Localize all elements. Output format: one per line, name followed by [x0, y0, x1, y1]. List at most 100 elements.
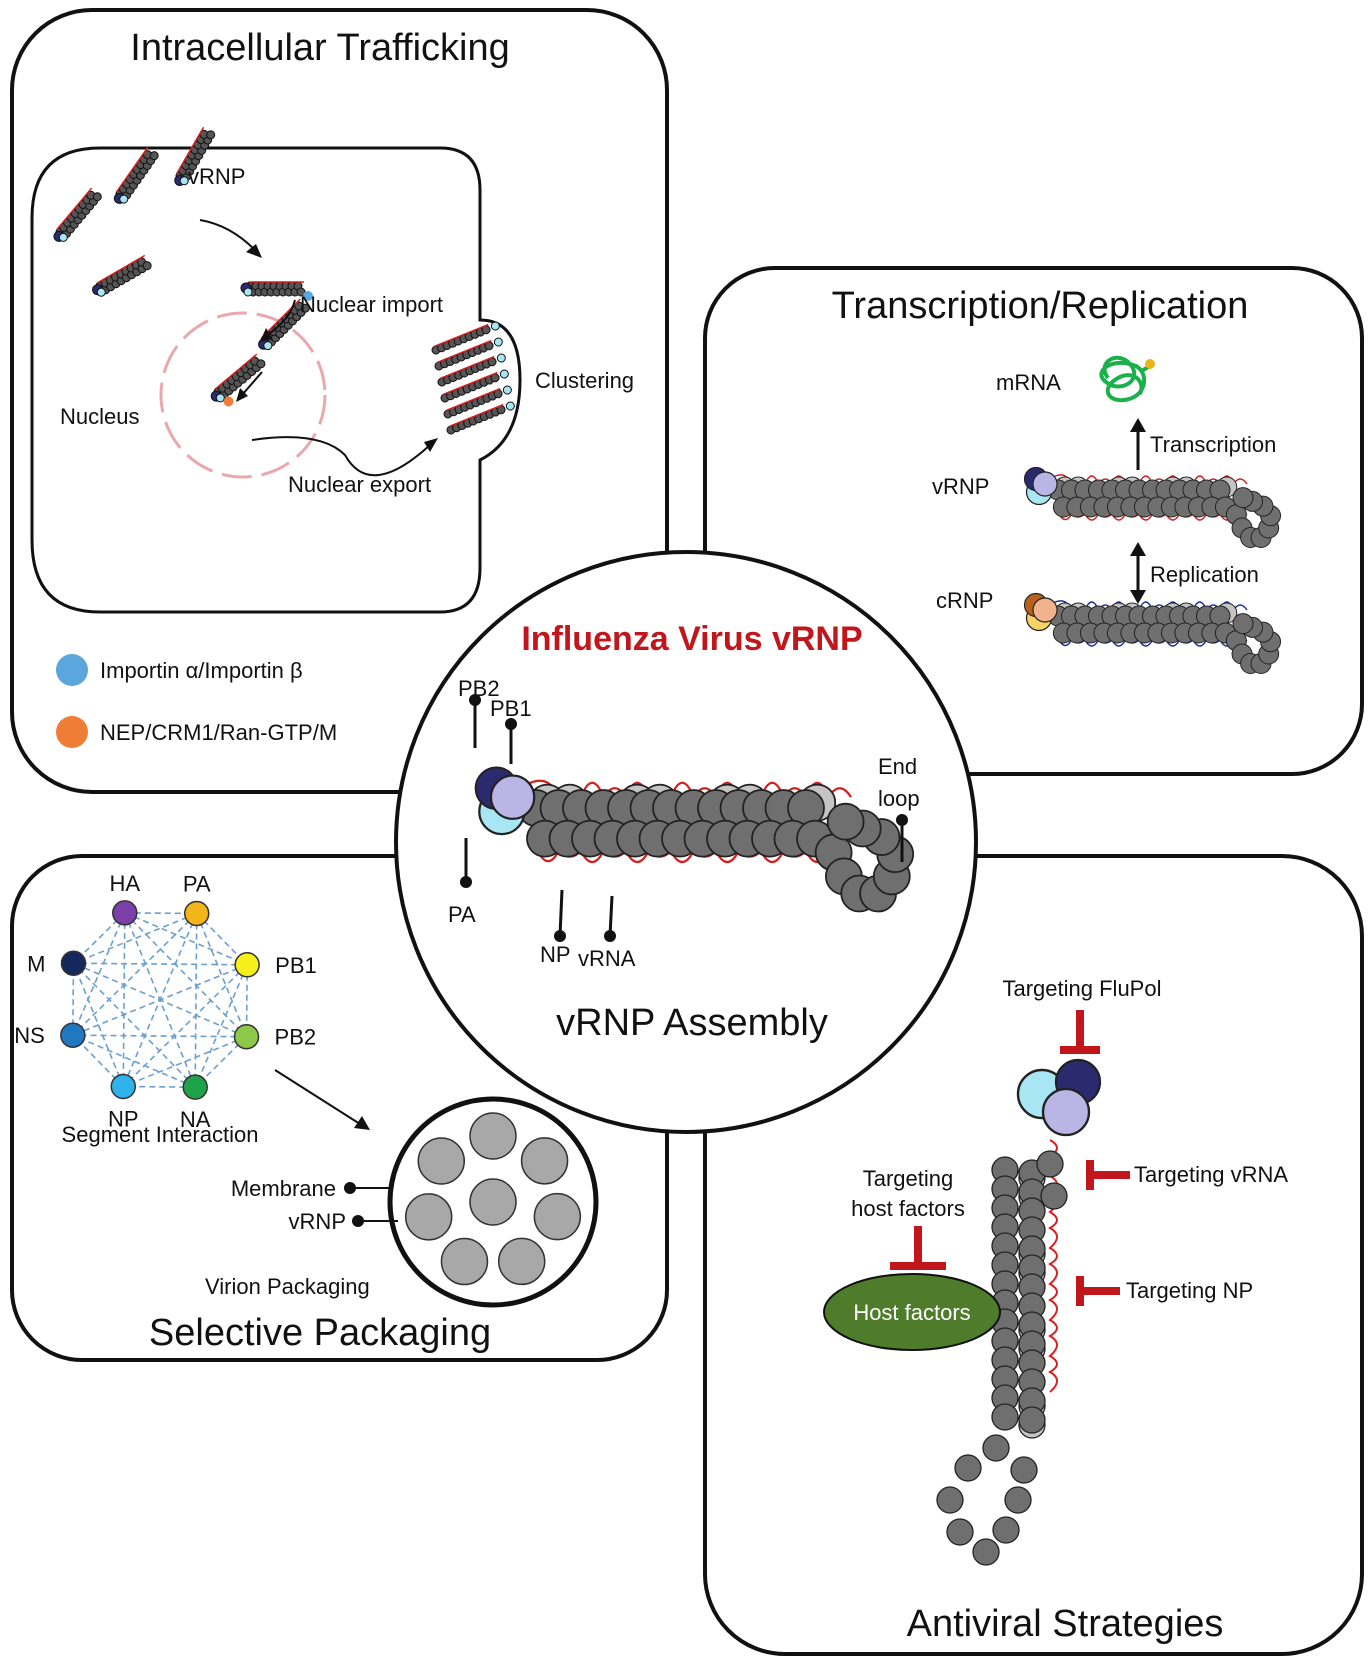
label-loop: loop — [878, 786, 920, 811]
arrow-into-nucleus — [265, 299, 296, 337]
arrowhead-nucleus-2 — [236, 388, 248, 402]
segment-link — [122, 964, 248, 1088]
segment-label-m: M — [27, 951, 45, 976]
label-targeting-host-2: host factors — [851, 1196, 965, 1221]
center-vrnp — [474, 766, 915, 913]
label-vrnp-tr: vRNP — [932, 474, 989, 499]
inhibitor-vrna — [1086, 1160, 1130, 1190]
legend-label-nep: NEP/CRM1/Ran-GTP/M — [100, 720, 337, 745]
mini-rna — [97, 254, 146, 284]
mini-vrnp — [210, 353, 266, 407]
cluster-vrnp — [446, 401, 515, 435]
label-nucleus: Nucleus — [60, 404, 139, 429]
segment-link — [72, 1034, 247, 1038]
vrnp-cluster — [431, 321, 515, 435]
mini-vrnp — [174, 126, 216, 186]
inhibitor-flupol — [1060, 1010, 1100, 1054]
mini-pol — [215, 393, 225, 403]
cluster-pol — [505, 401, 515, 411]
segment-link — [122, 912, 126, 1087]
segment-link — [194, 964, 248, 1088]
segment-node-np — [110, 1073, 137, 1100]
cluster-pol — [490, 321, 500, 331]
label-transcription: Transcription — [1150, 432, 1276, 457]
label-nuclear-import: Nuclear import — [300, 292, 443, 317]
legend-label-importin: Importin α/Importin β — [100, 658, 303, 683]
np-bead — [1018, 1406, 1046, 1434]
arrowhead-import — [246, 244, 262, 258]
inhibitor-np — [1076, 1276, 1120, 1306]
virion-segment — [533, 1192, 582, 1241]
mini-pol — [119, 194, 129, 204]
label-pa: PA — [448, 902, 476, 927]
np-bead — [946, 1518, 974, 1546]
label-targeting-np: Targeting NP — [1126, 1278, 1253, 1303]
np-bead — [982, 1434, 1010, 1462]
cluster-vrnp — [431, 321, 500, 355]
inhibitor-host — [890, 1226, 946, 1270]
mini-vrnp — [240, 281, 313, 301]
np-bead — [1010, 1456, 1038, 1484]
label-mrna: mRNA — [996, 370, 1061, 395]
callout-vrnp-dot — [352, 1215, 364, 1227]
mini-rna — [116, 147, 149, 193]
virion-segment — [440, 1237, 489, 1286]
label-nuclear-export: Nuclear export — [288, 472, 431, 497]
trafficking-panel — [10, 8, 669, 794]
nucleus-outline — [159, 311, 327, 479]
mini-bead — [149, 151, 159, 161]
trafficking-title: Intracellular Trafficking — [130, 27, 509, 69]
np-bead — [992, 1516, 1020, 1544]
mini-pol — [96, 287, 106, 297]
mini-rna — [175, 126, 205, 175]
cell-outline — [30, 146, 522, 614]
segment-link — [72, 912, 198, 1036]
legend-swatch-importin — [56, 654, 88, 686]
segment-link — [124, 912, 248, 1038]
cluster-vrnp — [434, 337, 503, 371]
mrna-cap — [1145, 359, 1155, 369]
transcription-panel — [703, 266, 1364, 776]
cluster-pol — [493, 337, 503, 347]
np-bead — [936, 1486, 964, 1514]
segment-node-pa — [183, 900, 210, 927]
center-callouts — [464, 700, 904, 937]
label-end: End — [878, 754, 917, 779]
mini-bead — [92, 192, 102, 202]
label-targeting-flupol: Targeting FluPol — [1003, 976, 1162, 1001]
arrow-export — [251, 436, 431, 477]
export-marker — [223, 396, 234, 407]
cluster-rna — [443, 371, 498, 395]
segment-label-pb2: PB2 — [275, 1025, 317, 1050]
label-targeting-vrna: Targeting vRNA — [1134, 1162, 1288, 1187]
center-callout-dots — [460, 694, 908, 942]
np-bead — [991, 1403, 1019, 1431]
segment-node-ha — [112, 900, 138, 926]
mini-pol — [179, 176, 189, 186]
segment-link — [72, 962, 196, 1088]
segment-label-np: NP — [108, 1107, 139, 1132]
label-virion-packaging: Virion Packaging — [205, 1274, 370, 1299]
label-pb1: PB1 — [490, 696, 532, 721]
mini-pol — [58, 232, 68, 242]
segment-label-ha: HA — [110, 871, 141, 896]
antiviral-panel — [703, 854, 1364, 1656]
virion-segment — [417, 1137, 466, 1185]
segment-link — [124, 912, 248, 966]
arrowhead-nucleus-1 — [260, 328, 272, 342]
np-bead — [1041, 1087, 1091, 1137]
cluster-rna — [437, 339, 492, 363]
segment-link — [195, 913, 248, 1038]
label-pb2: PB2 — [458, 676, 500, 701]
np-bead — [489, 774, 536, 820]
virion-segment — [469, 1112, 517, 1160]
callout-membrane-dot — [344, 1182, 356, 1194]
segment-link — [73, 962, 247, 1038]
av-rna — [1047, 1139, 1058, 1393]
np-bead — [826, 802, 865, 841]
arrowhead-replication-up — [1130, 542, 1146, 556]
np-bead — [1036, 1150, 1064, 1178]
label-np: NP — [540, 942, 571, 967]
